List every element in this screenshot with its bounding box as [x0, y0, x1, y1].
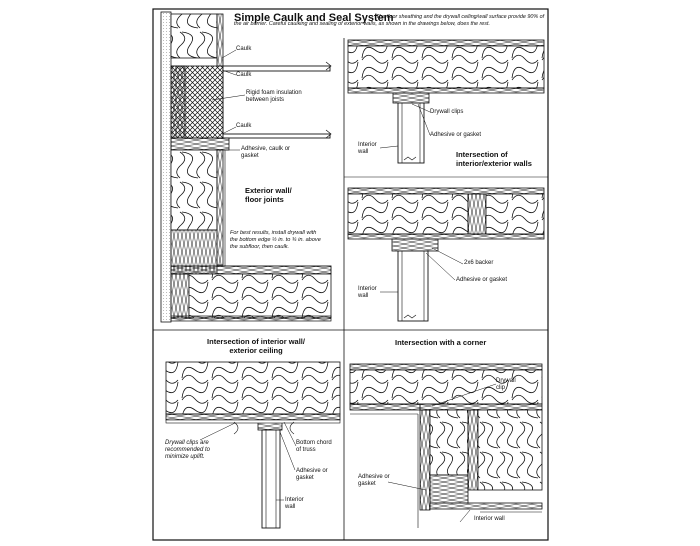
label-interior-wall-ceiling: Interior wall [285, 497, 304, 510]
label-adhesive-gasket-mid: Adhesive or gasket [456, 277, 508, 283]
heading-exterior-wall-floor-joints: Exterior wall/ floor joints [245, 186, 292, 204]
label-caulk-3: Caulk [236, 123, 252, 129]
label-rigid-foam: Rigid foam insulation between joists [246, 90, 302, 103]
label-interior-wall-top: Interior wall [358, 142, 377, 155]
interior-exterior-bottom-drawing [347, 187, 545, 322]
note-drywall-install: For best results, install drywall with t… [230, 230, 321, 250]
diagram-description: The floor sheathing and the drywall ceil… [234, 14, 545, 27]
label-interior-wall-mid: Interior wall [358, 286, 377, 299]
label-adhesive-gasket-corner: Adhesive or gasket [358, 474, 390, 487]
label-adhesive-gasket-top: Adhesive or gasket [430, 132, 482, 138]
label-interior-wall-corner: Interior wall [474, 516, 505, 522]
label-2x6-backer: 2x6 backer [464, 260, 494, 266]
label-caulk-1: Caulk [236, 46, 252, 52]
heading-corner-intersection: Intersection with a corner [395, 338, 487, 347]
label-bottom-chord: Bottom chord of truss [296, 440, 332, 453]
ceiling-drawing [165, 361, 341, 529]
label-drywall-clips: Drywall clips [430, 109, 464, 115]
heading-interior-exterior-walls: Intersection of interior/exterior walls [456, 150, 532, 168]
label-drywall-clips-note: Drywall clips are recommended to minimiz… [165, 440, 211, 460]
label-adhesive-caulk-gasket: Adhesive, caulk or gasket [241, 146, 291, 159]
label-caulk-2: Caulk [236, 72, 252, 78]
label-adhesive-gasket-ceiling: Adhesive or gasket [296, 468, 328, 481]
floor-joint-drawing [160, 11, 332, 323]
corner-drawing [349, 363, 543, 528]
diagram-title: Simple Caulk and Seal System [234, 12, 394, 24]
interior-exterior-top-drawing [347, 39, 545, 164]
heading-ceiling-intersection: Intersection of interior wall/ exterior … [207, 337, 305, 355]
label-drywall-clip-corner: Drywall clip [496, 378, 516, 391]
